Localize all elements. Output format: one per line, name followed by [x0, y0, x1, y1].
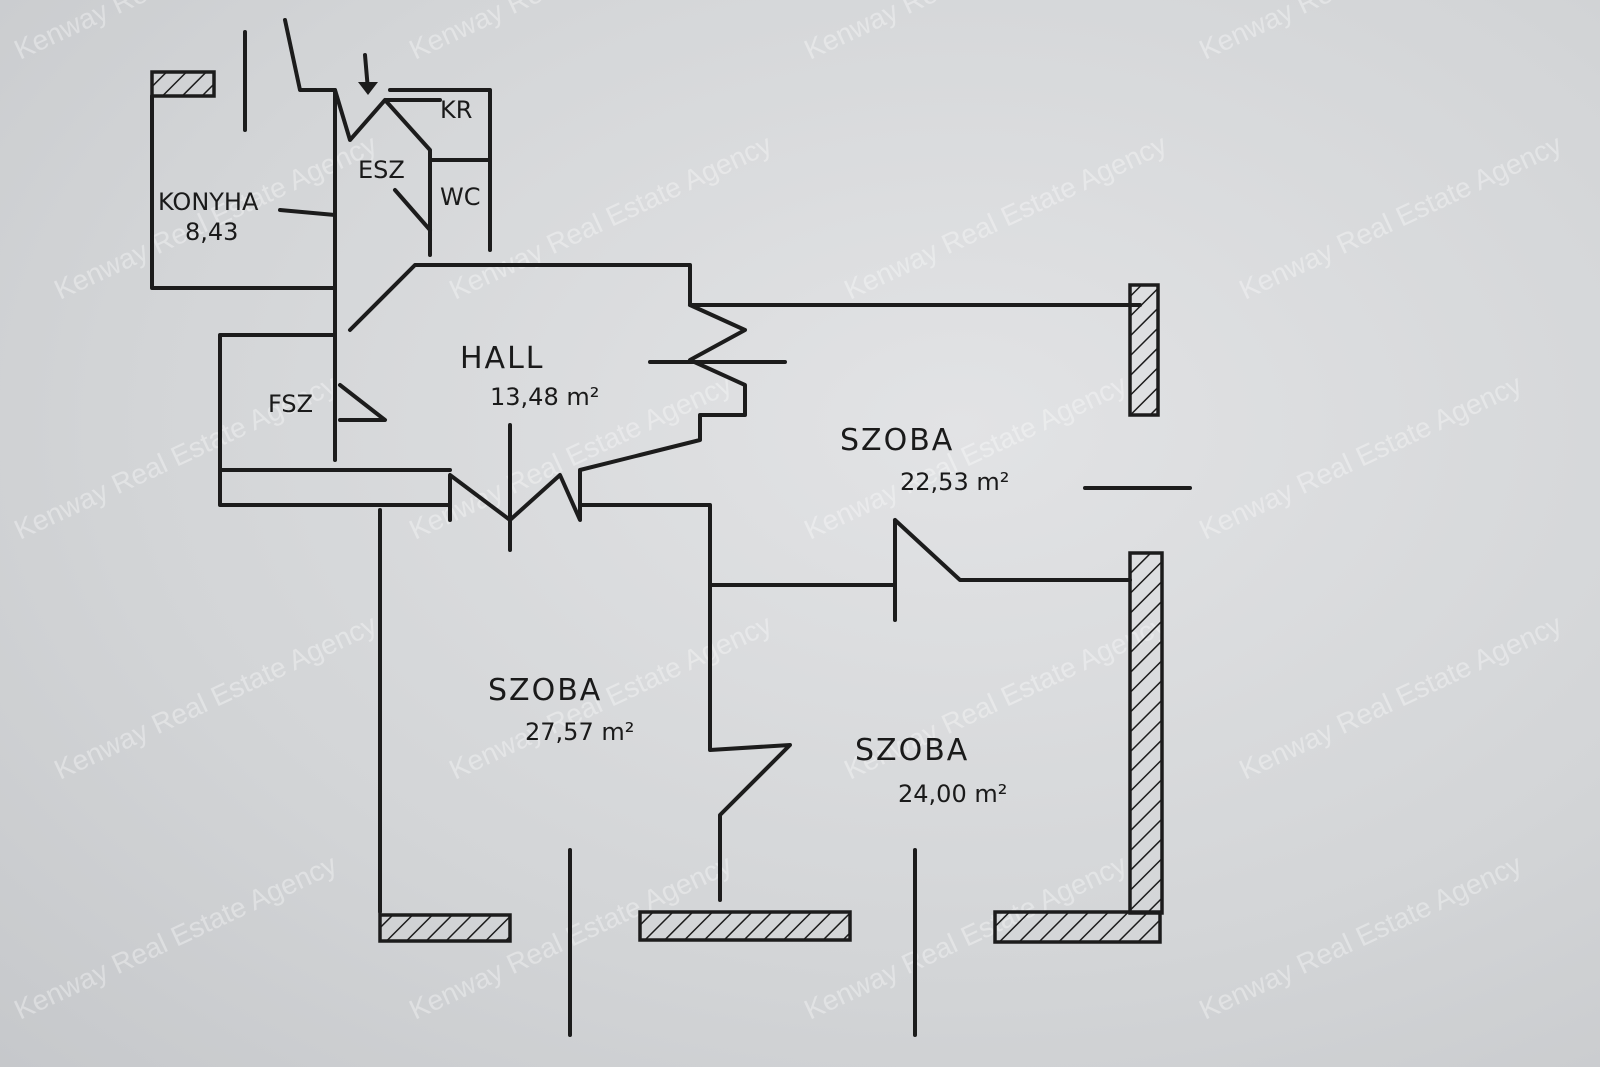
room-top-right-area: 22,53 m² — [900, 468, 1009, 496]
kitchen-area: 8,43 — [185, 218, 238, 246]
room-bottom-left-name: SZOBA — [488, 673, 602, 708]
watermark-text: Kenway Real Estate Agency — [839, 129, 1171, 306]
watermark-text: Kenway Real Estate Agency — [9, 849, 341, 1026]
watermark-text: Kenway Real Estate Agency — [1234, 129, 1566, 306]
hall-name: HALL — [460, 341, 545, 376]
room-top-right-name: SZOBA — [840, 423, 954, 458]
hatched-wall — [993, 910, 1162, 944]
watermark-text: Kenway Real Estate Agency — [49, 609, 381, 786]
wc-label: WC — [440, 183, 481, 211]
hatched-wall — [1128, 551, 1164, 915]
kitchen-name: KONYHA — [158, 188, 259, 216]
hatched-wall — [1128, 283, 1160, 417]
watermark-text: Kenway Real Estate Agency — [404, 0, 736, 65]
hatched-wall — [150, 70, 216, 98]
kr-label: KR — [440, 96, 472, 124]
room-labels: KONYHA 8,43 ESZ KR WC FSZ HALL 13,48 m² … — [158, 96, 1009, 808]
room-bottom-right-name: SZOBA — [855, 733, 969, 768]
fsz-label: FSZ — [268, 390, 313, 418]
room-bottom-right-area: 24,00 m² — [898, 780, 1007, 808]
entrance-arrow-icon — [358, 82, 378, 95]
watermark-text: Kenway Real Estate Agency — [1194, 849, 1526, 1026]
watermark-text: Kenway Real Estate Agency — [1194, 0, 1526, 65]
watermark-text: Kenway Real Estate Agency — [1234, 609, 1566, 786]
watermark-text: Kenway Real Estate Agency — [1194, 369, 1526, 546]
watermark-text: Kenway Real Estate Agency — [444, 129, 776, 306]
hatched-wall — [638, 910, 852, 942]
room-bottom-left-area: 27,57 m² — [525, 718, 634, 746]
hall-area: 13,48 m² — [490, 383, 599, 411]
hatched-wall — [378, 913, 512, 943]
walls — [150, 18, 1192, 1037]
esz-label: ESZ — [358, 156, 405, 184]
watermark-text: Kenway Real Estate Agency — [799, 0, 1131, 65]
